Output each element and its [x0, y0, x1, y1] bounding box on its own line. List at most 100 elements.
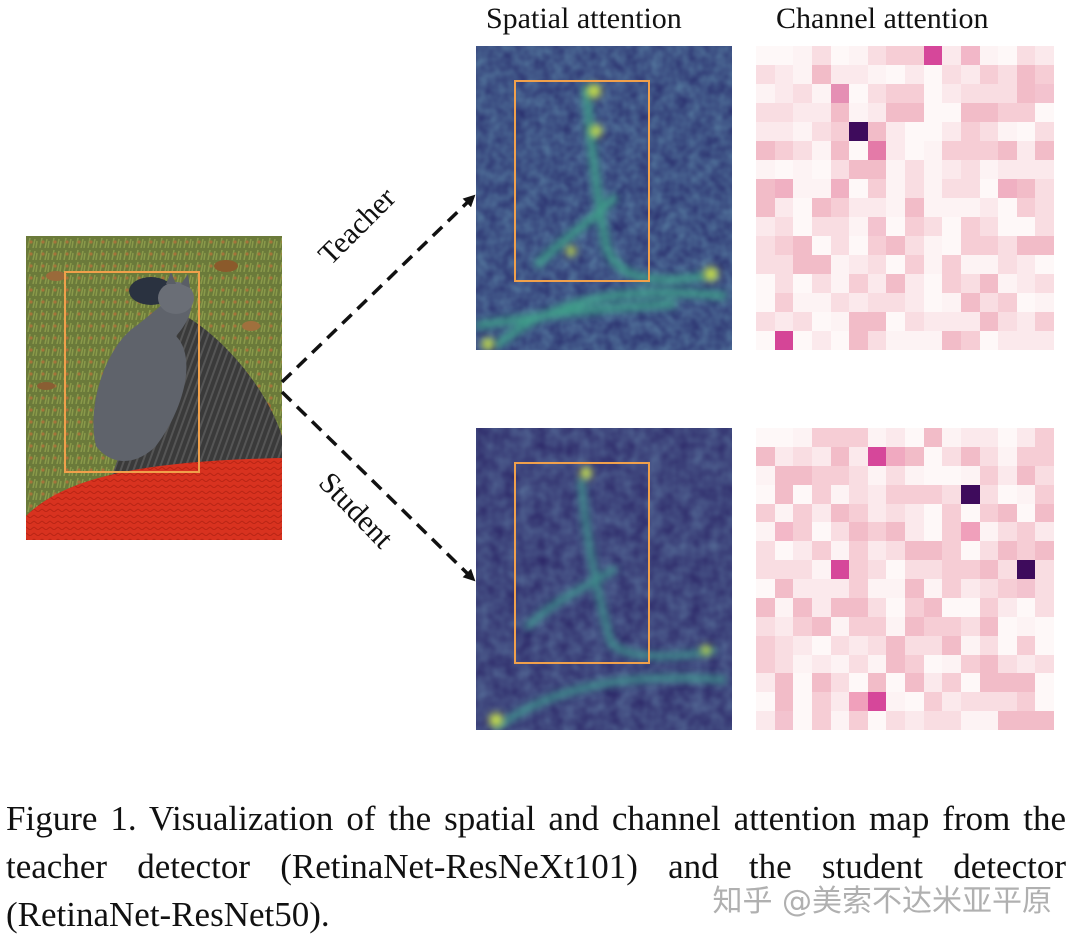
channel-cell: [830, 616, 850, 636]
channel-cell: [905, 103, 924, 122]
channel-cell: [942, 255, 961, 274]
channel-cell: [849, 635, 868, 655]
channel-cell: [793, 654, 812, 674]
channel-cell: [756, 198, 775, 217]
channel-cell: [979, 711, 999, 730]
channel-cell: [774, 179, 794, 198]
channel-cell: [849, 46, 868, 65]
channel-cell: [923, 65, 943, 84]
channel-cell: [942, 579, 961, 598]
channel-cell: [923, 331, 943, 350]
channel-cell: [923, 236, 943, 255]
channel-cell: [867, 635, 887, 655]
channel-cell: [998, 65, 1017, 84]
channel-cell: [886, 122, 905, 141]
channel-cell: [830, 198, 850, 217]
channel-cell: [886, 331, 905, 350]
channel-cell: [1035, 446, 1054, 466]
channel-cell: [1016, 579, 1036, 598]
channel-cell: [942, 331, 961, 350]
channel-cell: [960, 122, 980, 141]
channel-cell: [793, 484, 812, 504]
channel-cell: [1016, 616, 1036, 636]
channel-cell: [849, 541, 868, 561]
channel-cell: [979, 331, 999, 350]
channel-cell: [886, 465, 905, 485]
channel-cell: [960, 179, 980, 198]
channel-cell: [793, 597, 812, 617]
channel-cell: [811, 217, 831, 236]
channel-cell: [774, 522, 794, 542]
channel-cell: [886, 541, 905, 561]
channel-cell: [774, 65, 794, 84]
channel-cell: [849, 465, 868, 485]
channel-cell: [1016, 293, 1036, 312]
channel-cell: [849, 484, 868, 504]
channel-cell: [1035, 217, 1054, 236]
channel-cell: [811, 654, 831, 674]
channel-cell: [830, 217, 850, 236]
teacher-channel-heatmap: [756, 46, 1054, 350]
channel-cell: [849, 160, 868, 179]
student-spatial-bbox: [514, 462, 650, 664]
channel-cell: [830, 160, 850, 179]
channel-cell: [998, 141, 1017, 160]
channel-cell: [886, 236, 905, 255]
channel-cell: [793, 293, 812, 312]
channel-cell: [849, 446, 868, 466]
channel-cell: [979, 597, 999, 617]
channel-cell: [979, 635, 999, 655]
channel-cell: [979, 465, 999, 485]
channel-cell: [905, 122, 924, 141]
channel-cell: [811, 141, 831, 160]
channel-cell: [756, 616, 775, 636]
channel-cell: [923, 217, 943, 236]
channel-cell: [960, 331, 980, 350]
channel-cell: [979, 522, 999, 542]
channel-cell: [867, 122, 887, 141]
channel-cell: [849, 428, 868, 447]
channel-cell: [830, 428, 850, 447]
channel-cell: [979, 692, 999, 712]
channel-cell: [1035, 160, 1054, 179]
channel-cell: [830, 312, 850, 331]
channel-cell: [774, 597, 794, 617]
channel-cell: [756, 654, 775, 674]
channel-cell: [942, 446, 961, 466]
channel-cell: [923, 103, 943, 122]
channel-cell: [774, 692, 794, 712]
channel-cell: [923, 503, 943, 523]
channel-cell: [998, 122, 1017, 141]
channel-cell: [756, 465, 775, 485]
channel-cell: [830, 103, 850, 122]
channel-cell: [1016, 141, 1036, 160]
channel-cell: [811, 541, 831, 561]
channel-cell: [923, 560, 943, 579]
channel-cell: [793, 711, 812, 730]
channel-cell: [979, 428, 999, 447]
channel-cell: [793, 198, 812, 217]
channel-cell: [979, 160, 999, 179]
teacher-spatial-bbox: [514, 80, 650, 282]
channel-cell: [998, 597, 1017, 617]
channel-cell: [867, 579, 887, 598]
channel-cell: [1016, 103, 1036, 122]
channel-cell: [1016, 654, 1036, 674]
channel-cell: [998, 541, 1017, 561]
channel-cell: [811, 255, 831, 274]
channel-cell: [923, 692, 943, 712]
channel-cell: [886, 503, 905, 523]
channel-cell: [774, 293, 794, 312]
channel-cell: [979, 654, 999, 674]
channel-cell: [849, 331, 868, 350]
channel-cell: [774, 122, 794, 141]
channel-cell: [998, 331, 1017, 350]
channel-cell: [942, 597, 961, 617]
channel-cell: [923, 46, 943, 65]
channel-cell: [923, 711, 943, 730]
channel-cell: [830, 65, 850, 84]
channel-cell: [998, 217, 1017, 236]
channel-cell: [811, 122, 831, 141]
channel-cell: [793, 503, 812, 523]
channel-cell: [886, 84, 905, 103]
